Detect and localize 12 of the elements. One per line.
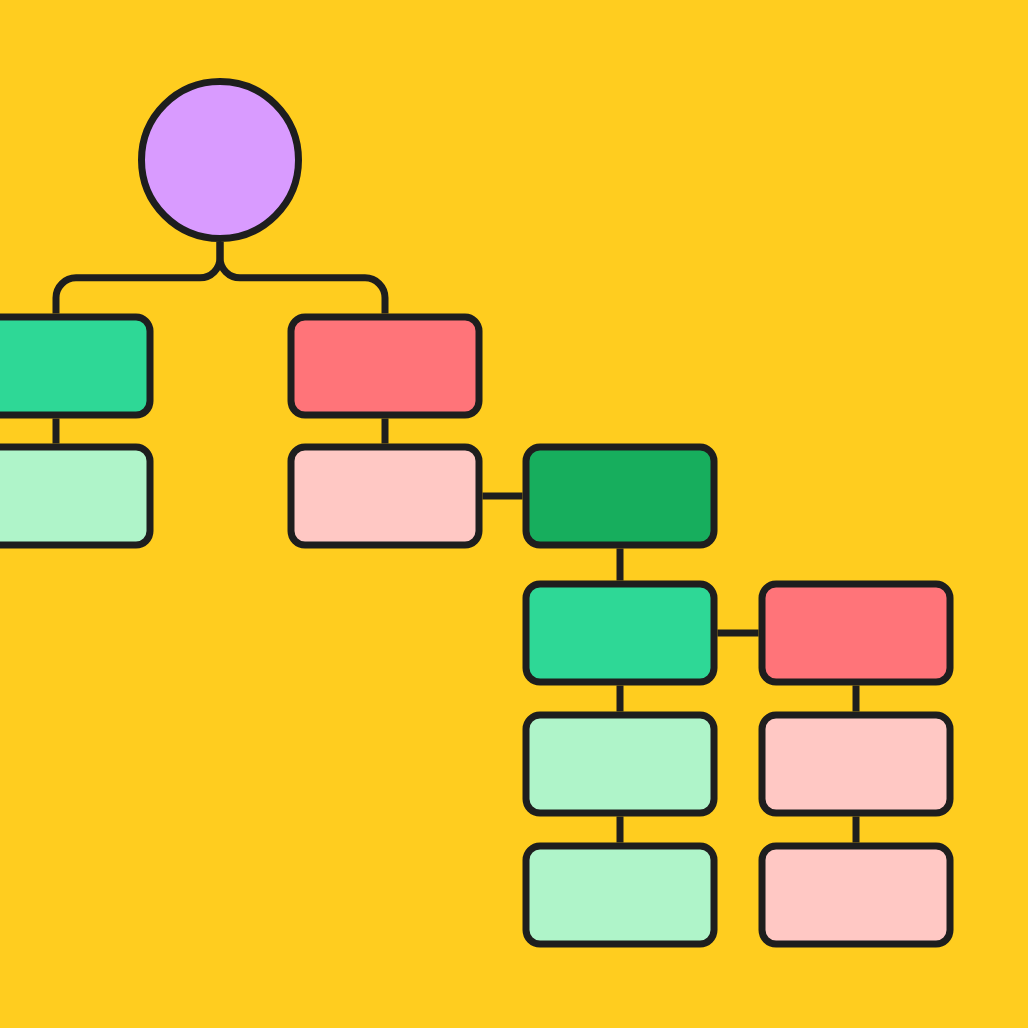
rounded-box — [758, 842, 954, 948]
rounded-box — [287, 313, 483, 419]
rounded-box — [0, 313, 154, 419]
rounded-box — [758, 580, 954, 686]
rounded-box — [758, 711, 954, 817]
rounded-box — [0, 443, 154, 549]
rounded-box — [522, 842, 718, 948]
rounded-box — [287, 443, 483, 549]
rounded-box — [522, 443, 718, 549]
rounded-box — [522, 580, 718, 686]
rounded-box — [522, 711, 718, 817]
circle-node — [138, 78, 302, 242]
